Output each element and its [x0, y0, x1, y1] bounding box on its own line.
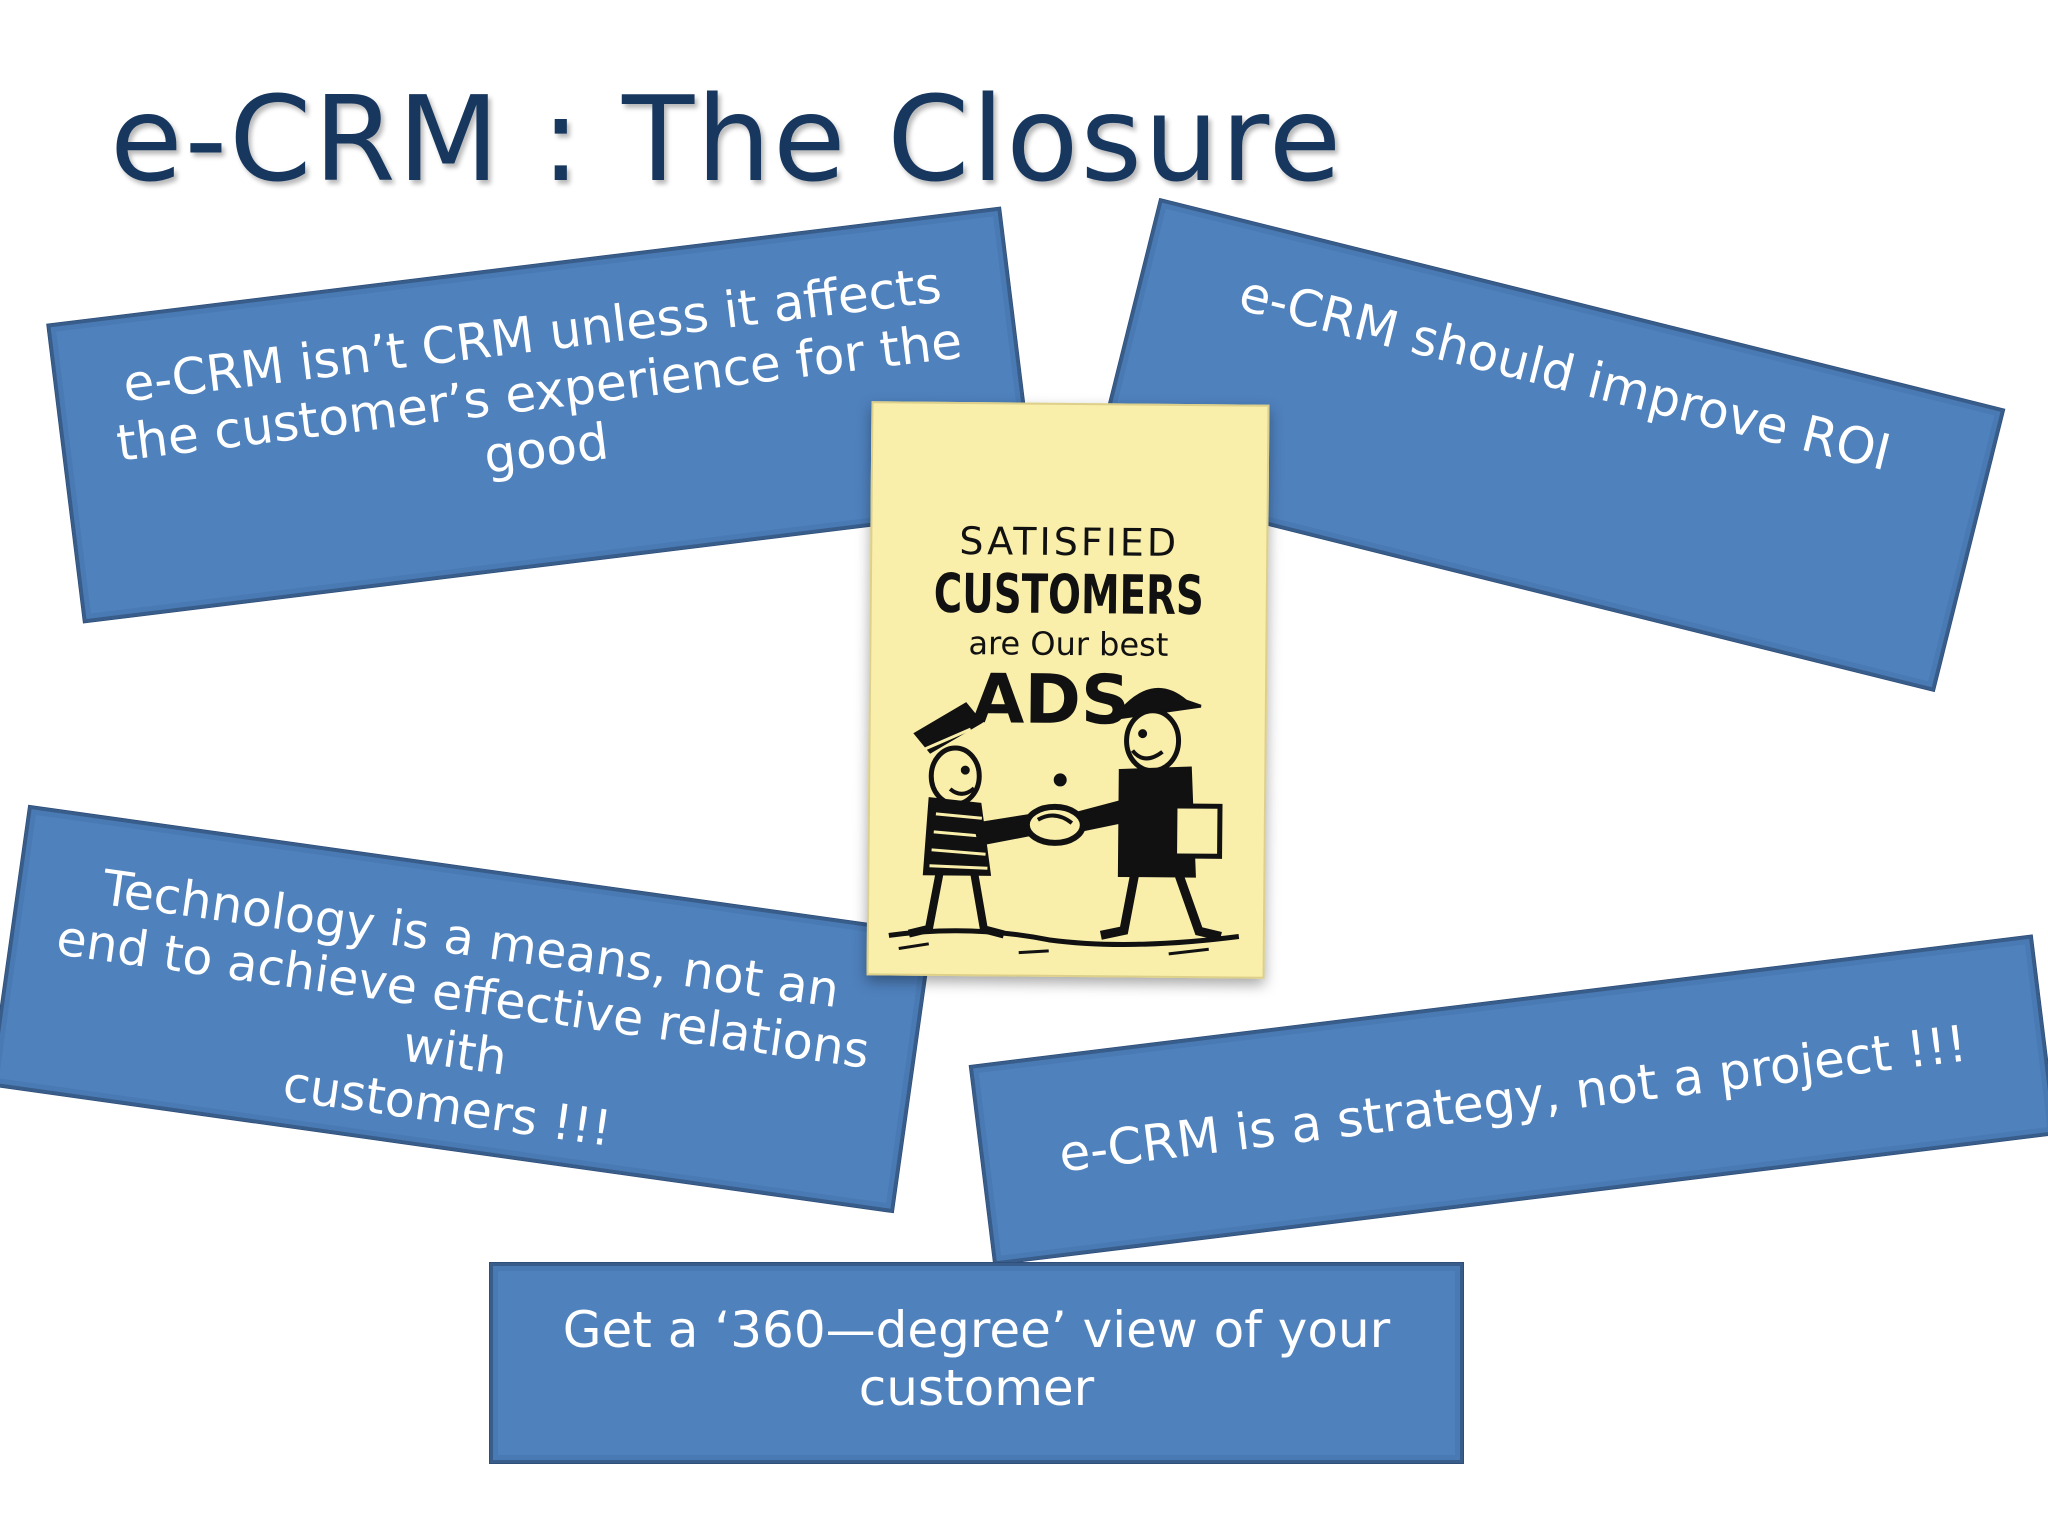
callout-box-strategy-not-project: e-CRM is a strategy, not a project !!! [969, 935, 2048, 1265]
callout-box-360-view: Get a ‘360—degree’ view of your customer [490, 1263, 1463, 1463]
callout-text: Get a ‘360—degree’ view of your customer [562, 1301, 1391, 1417]
sticker-line-satisfied: SATISFIED [959, 519, 1179, 565]
slide-title: e-CRM : The Closure [110, 70, 1344, 208]
sticker-illustration: SATISFIED CUSTOMERS are Our best ADS [888, 519, 1240, 956]
callout-text: e-CRM is a strategy, not a project !!! [1055, 1014, 1971, 1184]
callout-text: Technology is a means, not an end to ach… [53, 859, 873, 1158]
callout-box-technology-means: Technology is a means, not an end to ach… [0, 805, 933, 1213]
sticker-line-ads: ADS [972, 660, 1131, 740]
sticker-line-customers: CUSTOMERS [934, 562, 1205, 627]
satisfied-customers-sticker: SATISFIED CUSTOMERS are Our best ADS [866, 401, 1270, 979]
callout-text: e-CRM should improve ROI [1233, 264, 1897, 483]
callout-text: e-CRM isn’t CRM unless it affects the cu… [113, 255, 965, 486]
handshake-cartoon-icon [888, 687, 1240, 956]
sticker-line-are-our-best: are Our best [968, 624, 1168, 664]
